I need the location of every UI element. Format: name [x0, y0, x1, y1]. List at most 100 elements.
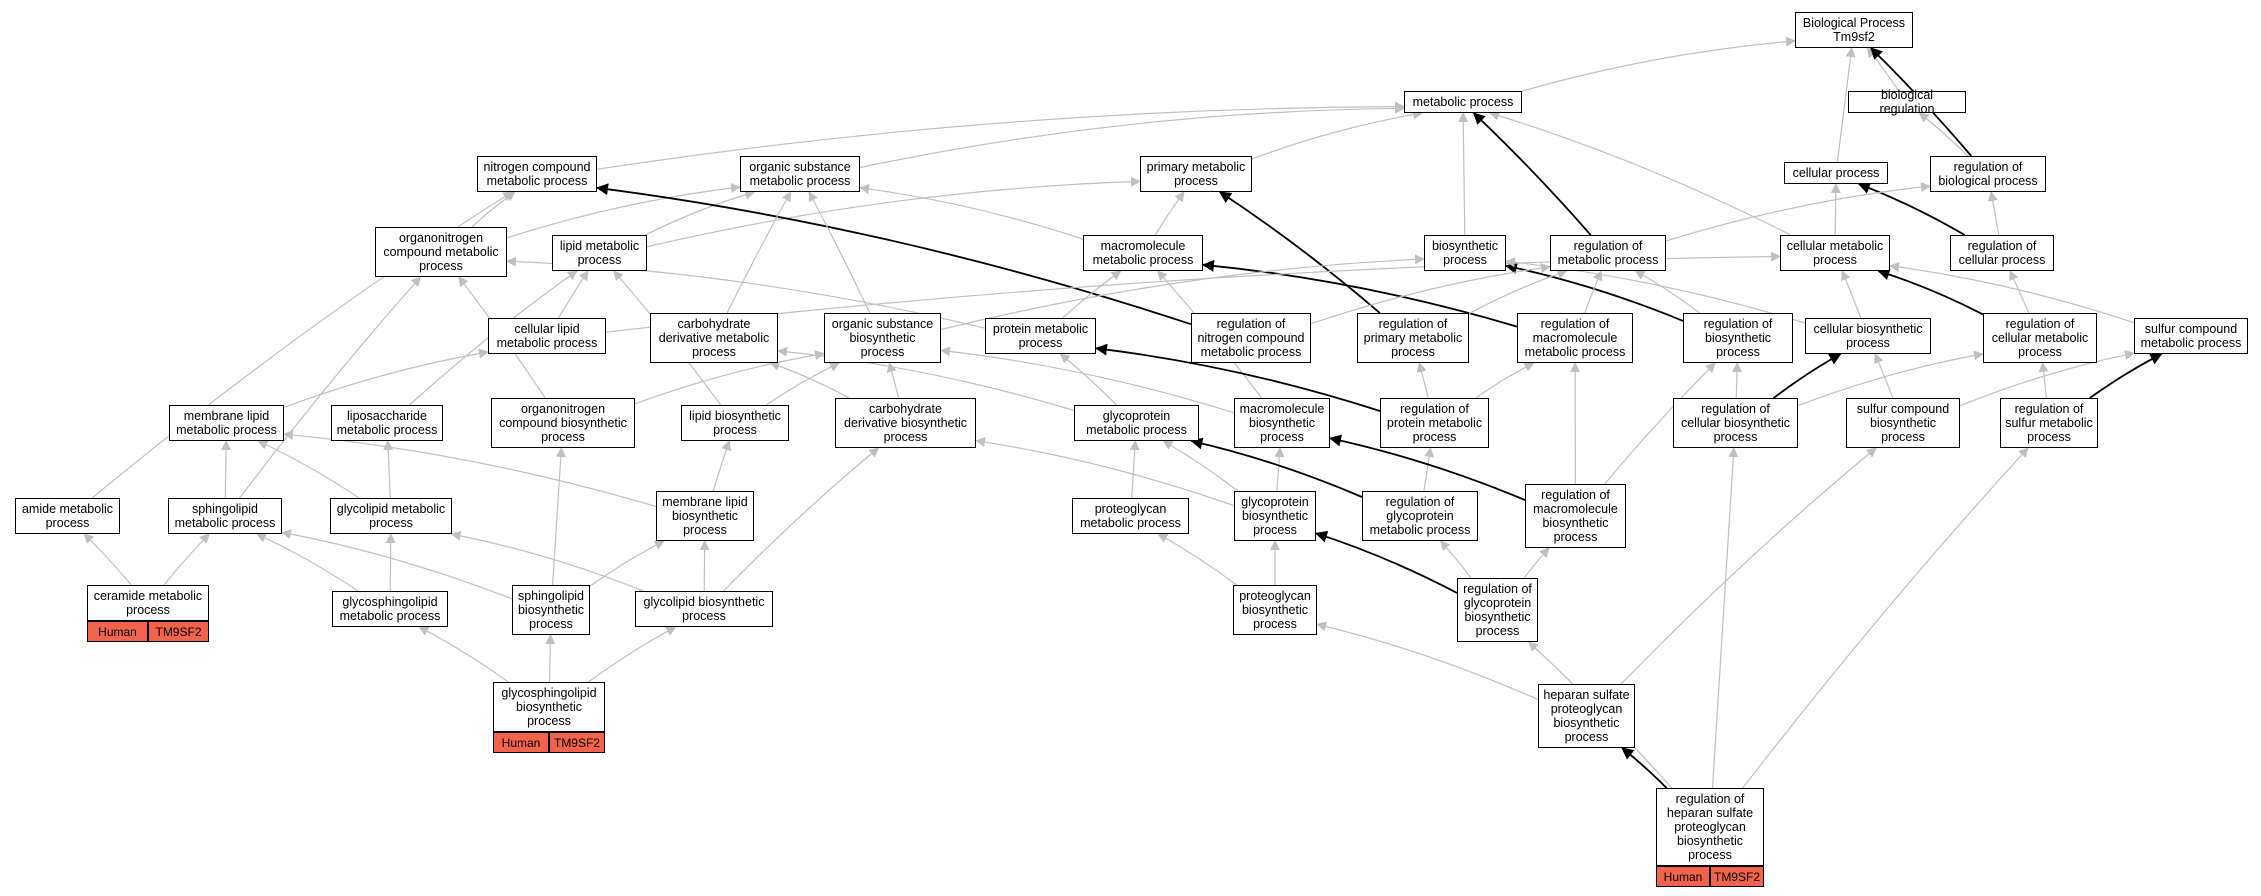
node-regulation-of-cellular-metabolic-process[interactable]: regulation of cellular metabolic process [1983, 313, 2097, 363]
edge-regheparan-to-regsulfur [1742, 447, 2029, 789]
node-organonitrogen-compound-metabolic-process[interactable]: organonitrogen compound metabolic proces… [375, 227, 507, 277]
edge-heparan-to-proteoglycanbp [1316, 621, 1539, 701]
node-lipid-metabolic-process[interactable]: lipid metabolic process [552, 235, 647, 271]
edge-osmp-to-metabolic [859, 103, 1405, 169]
node-organic-substance-metabolic-process[interactable]: organic substance metabolic process [740, 156, 860, 192]
node-protein-metabolic-process[interactable]: protein metabolic process [985, 318, 1096, 354]
node-liposaccharide-metabolic-process[interactable]: liposaccharide metabolic process [331, 405, 443, 441]
node-lipid-biosynthetic-process[interactable]: lipid biosynthetic process [681, 405, 789, 441]
edge-regncmp-to-regmet [1310, 263, 1551, 325]
node-membrane-lipid-biosynthetic-process[interactable]: membrane lipid biosynthetic process [656, 491, 754, 541]
edge-metabolic-to-bp [1521, 36, 1796, 92]
node-regulation-of-heparan-sulfate-proteoglycan-biosynthetic-process[interactable]: regulation of heparan sulfate proteoglyc… [1656, 788, 1764, 866]
edge-regglycoprotmp-to-regprotmp [1423, 447, 1435, 492]
node-glycosphingolipid-metabolic-process[interactable]: glycosphingolipid metabolic process [332, 591, 448, 627]
node-organic-substance-biosynthetic-process[interactable]: organic substance biosynthetic process [824, 313, 941, 363]
edge-regheparan-to-regcellbiosyn [1711, 447, 1739, 789]
node-regulation-of-sulfur-metabolic-process[interactable]: regulation of sulfur metabolic process [2000, 398, 2098, 448]
edge-regsulfur-to-regcellmet [2038, 362, 2049, 399]
node-glycosphingolipid-biosynthetic-process[interactable]: glycosphingolipid biosynthetic process [493, 682, 605, 732]
node-biosynthetic-process[interactable]: biosynthetic process [1424, 235, 1506, 271]
edge-regcell-to-cellproc [1857, 182, 1966, 236]
node-regulation-of-macromolecule-biosynthetic-process[interactable]: regulation of macromolecule biosynthetic… [1525, 484, 1626, 548]
node-regulation-of-metabolic-process[interactable]: regulation of metabolic process [1550, 235, 1666, 271]
node-heparan-sulfate-proteoglycan-biosynthetic-process[interactable]: heparan sulfate proteoglycan biosyntheti… [1538, 684, 1635, 748]
node-sphingolipid-biosynthetic-process[interactable]: sphingolipid biosynthetic process [512, 585, 590, 635]
edge-regglycoprotbp-to-regmacrobp [1523, 547, 1550, 579]
node-glycoprotein-metabolic-process[interactable]: glycoprotein metabolic process [1074, 405, 1199, 441]
edge-glycoprotmp-to-protmp [1059, 353, 1118, 406]
edge-gslbp-to-gslmp [418, 626, 509, 683]
node-amide-metabolic-process[interactable]: amide metabolic process [15, 498, 120, 534]
node-regulation-of-biosynthetic-process[interactable]: regulation of biosynthetic process [1683, 313, 1793, 363]
node-regulation-of-protein-metabolic-process[interactable]: regulation of protein metabolic process [1380, 398, 1489, 448]
node-glycolipid-biosynthetic-process[interactable]: glycolipid biosynthetic process [635, 591, 773, 627]
node-regulation-of-glycoprotein-metabolic-process[interactable]: regulation of glycoprotein metabolic pro… [1362, 491, 1478, 541]
edge-glycolipbp-to-carbderivbp [723, 447, 880, 592]
node-proteoglycan-biosynthetic-process[interactable]: proteoglycan biosynthetic process [1233, 585, 1317, 635]
node-regulation-of-primary-metabolic-process[interactable]: regulation of primary metabolic process [1357, 313, 1469, 363]
edge-regcellbiosyn-to-regbiosyn [1732, 362, 1743, 399]
node-cellular-metabolic-process[interactable]: cellular metabolic process [1780, 235, 1890, 271]
node-proteoglycan-metabolic-process[interactable]: proteoglycan metabolic process [1072, 498, 1189, 534]
node-regulation-of-glycoprotein-biosynthetic-process[interactable]: regulation of glycoprotein biosynthetic … [1457, 578, 1538, 642]
edge-ncmp-to-metabolic [596, 101, 1405, 170]
edge-lipidmp-to-pmp [646, 176, 1141, 248]
edge-cellmet-to-metabolic [1489, 110, 1791, 236]
node-ceramide-metabolic-process[interactable]: ceramide metabolic process [87, 585, 209, 621]
edge-regbio-to-bioreg [1918, 112, 1969, 157]
node-regulation-of-nitrogen-compound-metabolic-process[interactable]: regulation of nitrogen compound metaboli… [1191, 313, 1311, 363]
node-cellular-process[interactable]: cellular process [1784, 162, 1888, 184]
edge-regprotmp-to-regpmp [1416, 362, 1429, 399]
edge-regcellmet-to-regcell [2009, 270, 2030, 314]
node-carbohydrate-derivative-biosynthetic-process[interactable]: carbohydrate derivative biosynthetic pro… [835, 398, 976, 448]
edge-cellbiosyn-to-biosyn [1505, 257, 1806, 324]
edge-cellmet-to-cellproc [1830, 183, 1841, 236]
edge-carbderiv-to-osmp [726, 191, 792, 314]
node-organonitrogen-compound-biosynthetic-process[interactable]: organonitrogen compound biosynthetic pro… [491, 398, 635, 448]
edge-glycolipbp-to-glycolipmp [450, 530, 644, 592]
edge-celllipid-to-lipidmp [557, 270, 589, 319]
node-sulfur-compound-metabolic-process[interactable]: sulfur compound metabolic process [2134, 318, 2248, 354]
edge-proteoglycanbp-to-proteoglycanmp [1157, 533, 1237, 586]
edge-ceramide-to-sphingomp [163, 533, 210, 586]
node-cellular-biosynthetic-process[interactable]: cellular biosynthetic process [1805, 318, 1931, 354]
node-sulfur-compound-biosynthetic-process[interactable]: sulfur compound biosynthetic process [1846, 398, 1960, 448]
node-primary-metabolic-process[interactable]: primary metabolic process [1140, 156, 1252, 192]
node-regulation-of-biological-process[interactable]: regulation of biological process [1930, 156, 2046, 192]
node-biological-process-tm9sf2[interactable]: Biological Process Tm9sf2 [1795, 12, 1913, 48]
edge-carbderivbp-to-carbderiv [769, 361, 850, 399]
edge-sulfurbp-to-cellbiosyn [1874, 353, 1894, 399]
edge-bioreg-to-bp [1866, 47, 1900, 92]
edge-regmet-to-metabolic [1472, 112, 1592, 236]
edge-macrobp-to-osbp [940, 346, 1235, 414]
node-nitrogen-compound-metabolic-process[interactable]: nitrogen compound metabolic process [477, 156, 597, 192]
node-regulation-of-cellular-process[interactable]: regulation of cellular process [1950, 235, 2054, 271]
node-regulation-of-cellular-biosynthetic-process[interactable]: regulation of cellular biosynthetic proc… [1673, 398, 1798, 448]
node-biological-regulation[interactable]: biological regulation [1848, 88, 1966, 116]
node-regulation-of-macromolecule-metabolic-process[interactable]: regulation of macromolecule metabolic pr… [1517, 313, 1633, 363]
node-membrane-lipid-metabolic-process[interactable]: membrane lipid metabolic process [169, 405, 284, 441]
node-macromolecule-metabolic-process[interactable]: macromolecule metabolic process [1083, 235, 1203, 271]
node-metabolic-process[interactable]: metabolic process [1404, 91, 1522, 113]
edge-sphingobp-to-memlipidbp [589, 540, 665, 587]
node-cellular-lipid-metabolic-process[interactable]: cellular lipid metabolic process [488, 318, 606, 354]
edge-regmacrobp-to-regbiosyn [1604, 362, 1716, 485]
edge-ceramide-to-amide [83, 533, 132, 586]
node-glycolipid-metabolic-process[interactable]: glycolipid metabolic process [330, 498, 452, 534]
species-tag: Human [1656, 866, 1710, 887]
edge-osbp-to-osmp [808, 191, 871, 314]
tag-row-glycosphingolipid-biosynthetic: Human TM9SF2 [493, 732, 605, 753]
node-sphingolipid-metabolic-process[interactable]: sphingolipid metabolic process [168, 498, 282, 534]
edge-regpmp-to-regmet [1468, 269, 1568, 315]
edge-regprotmp-to-protmp [1095, 343, 1381, 412]
edge-regncmp-to-ncmp [596, 183, 1192, 326]
edge-lipidmp-to-osmp [644, 189, 756, 236]
edge-glycolipmp-to-memlipid [257, 440, 360, 499]
node-glycoprotein-biosynthetic-process[interactable]: glycoprotein biosynthetic process [1234, 491, 1316, 541]
tag-row-ceramide: Human TM9SF2 [87, 621, 209, 642]
node-macromolecule-biosynthetic-process[interactable]: macromolecule biosynthetic process [1234, 398, 1330, 448]
edge-lipidbp-to-osbp [765, 362, 841, 406]
node-carbohydrate-derivative-metabolic-process[interactable]: carbohydrate derivative metabolic proces… [650, 313, 778, 363]
